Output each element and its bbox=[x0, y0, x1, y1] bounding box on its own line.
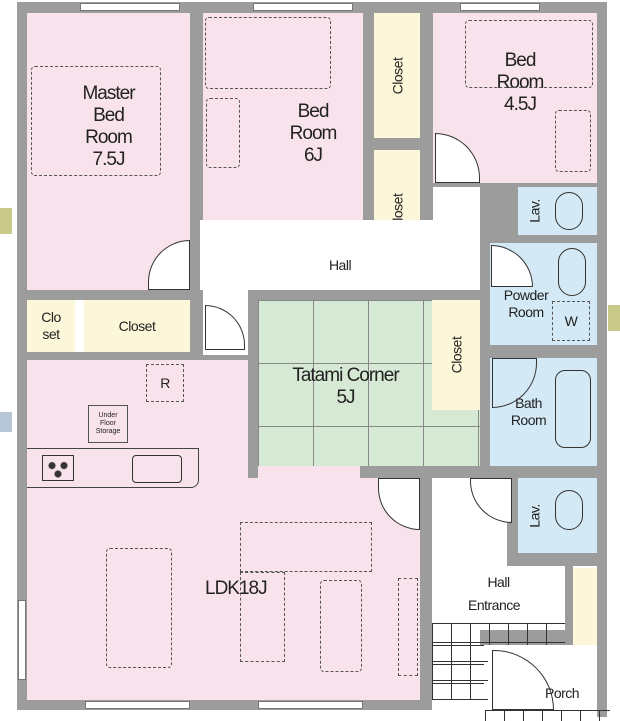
coffee-table bbox=[320, 580, 362, 672]
bathtub-icon bbox=[555, 370, 591, 448]
bed-furniture bbox=[31, 66, 161, 176]
room-label: Tatami Corner 5J bbox=[292, 365, 399, 408]
interior-walls bbox=[433, 183, 597, 187]
closet-top: Closet bbox=[374, 13, 420, 138]
closet-tatami: Closet bbox=[432, 300, 480, 410]
room-label: Clo set bbox=[41, 309, 61, 342]
room-label: Porch bbox=[545, 685, 580, 701]
closet-small: Clo set bbox=[27, 300, 75, 352]
interior-walls bbox=[248, 290, 258, 490]
bed-furniture bbox=[465, 20, 593, 88]
bed-furniture bbox=[205, 17, 331, 89]
refrigerator-label: R bbox=[160, 374, 170, 391]
vent-marker-icon bbox=[0, 412, 12, 432]
room-master-bedroom: Master Bed Room 7.5J bbox=[27, 13, 190, 290]
porch-tiles bbox=[485, 710, 610, 721]
room-ldk bbox=[27, 488, 420, 700]
interior-walls bbox=[27, 290, 252, 300]
room-lav-lower: Lav. bbox=[518, 478, 597, 553]
outer-wall-right bbox=[597, 2, 607, 717]
storage-label: Under Floor Storage bbox=[95, 412, 121, 435]
room-lav-upper: Lav. bbox=[518, 187, 597, 235]
sink-icon bbox=[132, 455, 182, 483]
room-label: Lav. bbox=[527, 199, 543, 223]
washer-space: W bbox=[552, 301, 590, 341]
interior-walls bbox=[248, 290, 480, 300]
room-label: Bath Room bbox=[510, 395, 547, 428]
sofa bbox=[240, 572, 285, 662]
room-label: Bed Room 6J bbox=[289, 101, 338, 166]
room-label-tatami: Tatami Corner 5J bbox=[258, 365, 433, 409]
room-ldk bbox=[248, 478, 420, 490]
toilet-icon bbox=[555, 192, 583, 230]
washer-label: W bbox=[564, 312, 578, 329]
ldk-label: LDK18J bbox=[205, 578, 268, 600]
entrance-label: Entrance bbox=[468, 597, 521, 615]
window bbox=[460, 3, 540, 11]
sofa bbox=[240, 522, 372, 572]
room-label: LDK18J bbox=[205, 578, 268, 599]
window bbox=[85, 701, 190, 709]
stove-icon bbox=[42, 455, 74, 481]
outer-wall-bottom bbox=[17, 700, 432, 710]
room-label: Closet bbox=[389, 57, 405, 94]
under-floor-storage[interactable]: Under Floor Storage bbox=[88, 405, 128, 443]
interior-walls bbox=[190, 13, 203, 356]
room-label: Powder Room bbox=[503, 287, 549, 320]
window bbox=[18, 600, 26, 680]
refrigerator: R bbox=[146, 364, 184, 402]
window bbox=[253, 3, 353, 11]
tv-stand bbox=[398, 578, 418, 676]
room-label: Closet bbox=[448, 336, 464, 374]
desk-furniture bbox=[206, 98, 240, 168]
room-label: Lav. bbox=[527, 503, 543, 528]
room-label: Closet bbox=[118, 317, 156, 334]
interior-walls bbox=[27, 352, 252, 360]
dining-table bbox=[106, 548, 172, 668]
room-ldk bbox=[258, 466, 360, 478]
sink-icon bbox=[558, 248, 586, 296]
window bbox=[80, 3, 180, 11]
room-label: Entrance bbox=[468, 597, 521, 613]
aircon-marker-icon bbox=[608, 305, 620, 331]
window bbox=[258, 701, 363, 709]
outer-wall-left bbox=[17, 2, 27, 710]
room-hall-upper: Hall bbox=[200, 240, 480, 290]
entrance-tiles bbox=[432, 645, 484, 700]
aircon-marker-icon bbox=[0, 208, 12, 234]
toilet-icon bbox=[555, 490, 583, 530]
interior-walls bbox=[420, 466, 432, 710]
room-label: Master Bed Room 7.5J bbox=[82, 82, 135, 170]
porch-label: Porch bbox=[545, 685, 580, 703]
room-label: Hall bbox=[487, 573, 510, 590]
closet-master: Closet bbox=[84, 300, 190, 352]
room-label: Hall bbox=[328, 256, 352, 273]
desk-furniture bbox=[555, 110, 591, 172]
